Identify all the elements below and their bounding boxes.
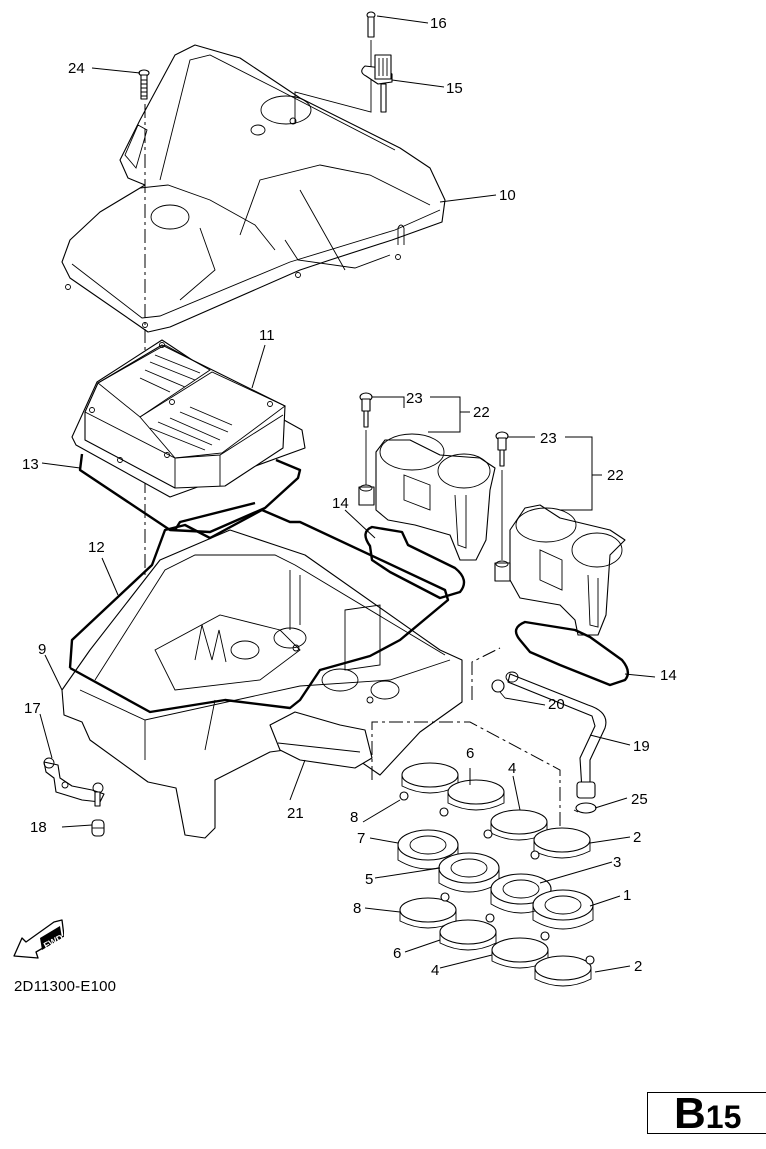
part-9-filter-case	[61, 529, 463, 839]
callout-6-lower: 6	[393, 945, 401, 962]
callout-17: 17	[24, 700, 41, 717]
callout-20: 20	[548, 696, 565, 713]
part-12-seal	[68, 508, 450, 714]
page-badge-prefix: B	[674, 1092, 706, 1134]
callout-18: 18	[30, 819, 47, 836]
callout-13: 13	[22, 456, 39, 473]
part-14-gasket-a	[364, 525, 466, 600]
part-24-screw	[138, 69, 150, 100]
part-23-bolt-a	[359, 392, 373, 485]
part-19-hose	[505, 671, 607, 799]
leader-lines	[39, 15, 656, 973]
callout-15: 15	[446, 80, 463, 97]
callout-10: 10	[499, 187, 516, 204]
callout-2-upper: 2	[633, 829, 641, 846]
callout-12: 12	[88, 539, 105, 556]
forward-arrow-icon: FWD	[13, 919, 64, 959]
callout-11: 11	[259, 327, 275, 344]
callout-24: 24	[68, 60, 85, 77]
callout-23-upper: 23	[406, 390, 423, 407]
callout-9: 9	[38, 641, 46, 658]
part-14-gasket-b	[514, 620, 630, 687]
callout-14-lower: 14	[660, 667, 677, 684]
callout-labels: 16 24 15 10 11 23 22 23 22 13 14 12 14 9…	[22, 15, 677, 979]
callout-23-lower: 23	[540, 430, 557, 447]
part-10-cover	[61, 44, 446, 333]
callout-8-lower: 8	[353, 900, 361, 917]
callout-14-upper: 14	[332, 495, 349, 512]
callout-25: 25	[631, 791, 648, 808]
assembly-line-boots	[371, 721, 561, 830]
part-22-throttle-body-b	[494, 504, 626, 636]
callout-22-lower: 22	[607, 467, 624, 484]
callout-5: 5	[365, 871, 373, 888]
callout-4-lower: 4	[431, 962, 439, 979]
callout-21: 21	[287, 805, 304, 822]
callout-16: 16	[430, 15, 447, 32]
callout-1: 1	[623, 887, 631, 904]
part-25-clip	[573, 802, 597, 814]
callout-19: 19	[633, 738, 650, 755]
page-badge-number: 15	[705, 1099, 742, 1134]
part-23-bolt-b	[495, 431, 509, 560]
page-badge: B15	[647, 1092, 766, 1134]
part-11-filter-element	[71, 339, 306, 498]
part-18-grommet	[91, 819, 105, 837]
callout-22-upper: 22	[473, 404, 490, 421]
callout-3: 3	[613, 854, 621, 871]
part-13-gasket	[78, 453, 302, 534]
callout-7: 7	[357, 830, 365, 847]
callout-6-upper: 6	[466, 745, 474, 762]
diagram-code: 2D11300-E100	[14, 978, 117, 995]
part-21-duct	[269, 711, 373, 769]
callout-8-upper: 8	[350, 809, 358, 826]
part-22-throttle-body-a	[358, 433, 496, 561]
part-17-bracket	[43, 757, 105, 807]
part-20-clip	[491, 679, 506, 699]
part-15-16-sensor	[294, 11, 393, 124]
callout-2-lower: 2	[634, 958, 642, 975]
clamps-and-joints	[397, 762, 595, 987]
assembly-line-hose	[471, 647, 501, 700]
callout-4-upper: 4	[508, 760, 516, 777]
